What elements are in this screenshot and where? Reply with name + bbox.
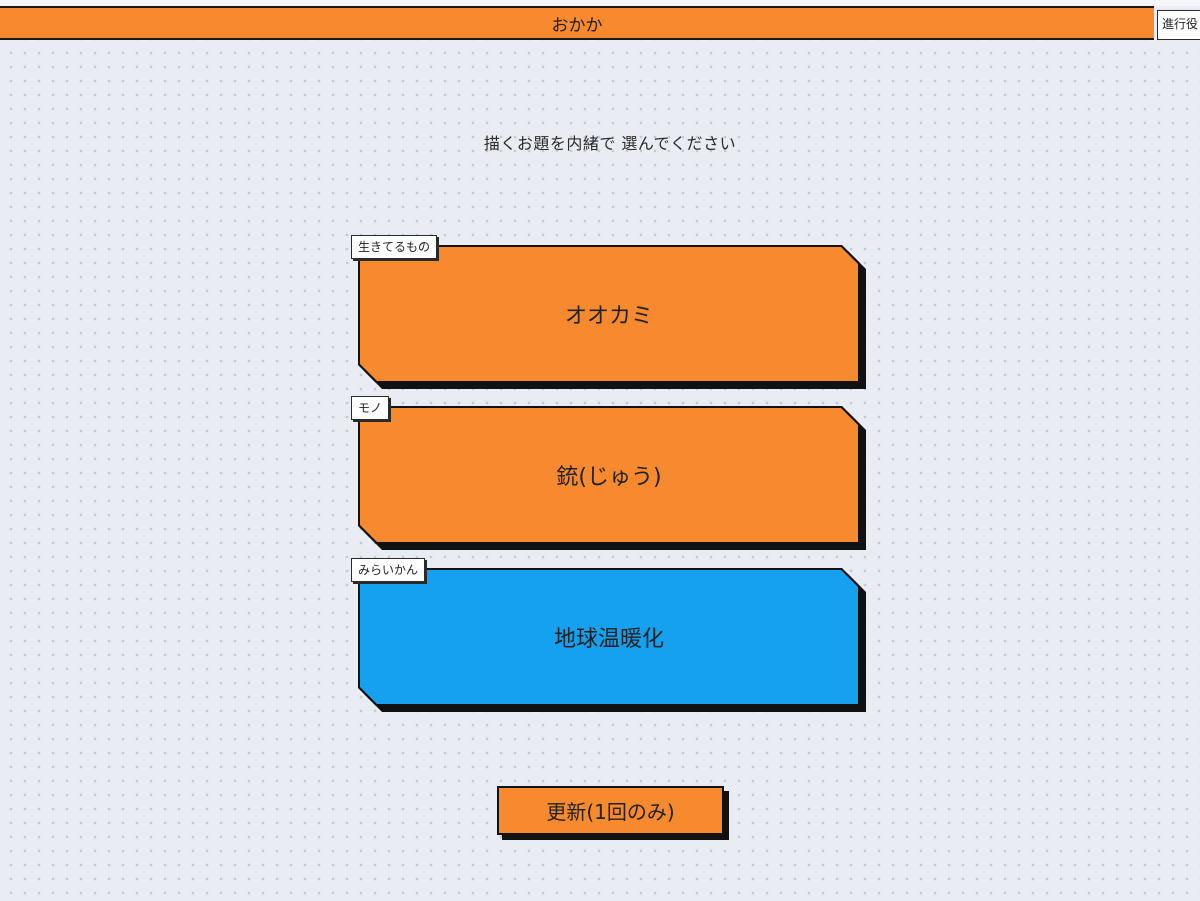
top-edge [0,0,1200,6]
header-bar: おかか [0,6,1154,40]
card-face: 地球温暖化 [360,570,858,704]
topic-card-2[interactable]: 銃(じゅう) モノ [351,396,866,550]
topic-card-1[interactable]: オオカミ 生きてるもの [351,235,866,389]
card-face: オオカミ [360,247,858,381]
room-title: おかか [551,15,603,36]
card-face: 銃(じゅう) [360,408,858,542]
topic-label: 地球温暖化 [553,627,664,652]
topic-label: オオカミ [564,304,653,329]
progress-button[interactable]: 進行役 [1157,10,1200,40]
category-tag: 生きてるもの [351,235,438,259]
topic-card-3[interactable]: 地球温暖化 みらいかん [351,558,866,712]
instruction-text: 描くお題を内緒で 選んでください [483,134,737,153]
refresh-label: 更新(1回のみ) [497,786,724,835]
category-tag: モノ [351,396,390,420]
refresh-button[interactable]: 更新(1回のみ) [497,786,729,840]
topic-label: 銃(じゅう) [556,465,662,490]
category-tag: みらいかん [351,558,426,582]
